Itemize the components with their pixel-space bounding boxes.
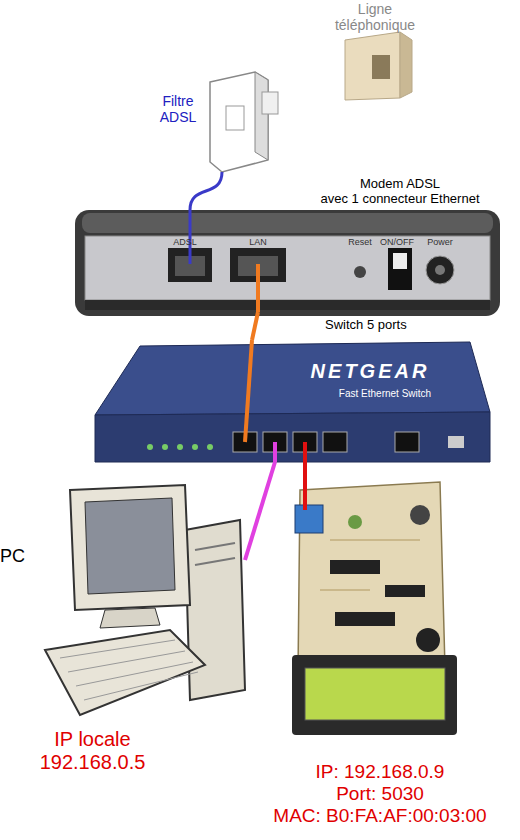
switch-top [95,342,490,415]
modem-subtitle: avec 1 connecteur Ethernet [295,192,505,207]
drive-slot [195,543,235,550]
ic-chip [385,585,425,597]
port-label: ADSL [167,237,203,247]
filter-side [255,72,268,160]
mac-address: MAC: B0:FA:AF:00:03:00 [250,805,510,826]
port-label: ON/OFF [377,237,417,247]
reset-button [354,266,366,278]
power-jack [426,256,454,284]
brand-logo: NETGEAR [275,360,465,382]
lcd-screen [305,668,445,720]
cable-stub [273,442,277,462]
adsl-filter: Filtre ADSL [205,72,272,172]
ethernet-cable [252,312,258,340]
keyboard-row [76,662,193,686]
monitor-stand [100,608,160,628]
adsl-cable [190,172,222,210]
modem-panel [85,236,490,300]
switch-led [147,444,153,450]
ethernet-switch: Switch 5 portsNETGEARFast Ethernet Switc… [95,340,490,462]
cable-stub [256,264,260,312]
switch-led [177,444,183,450]
modem-title: Modem ADSL [295,177,505,192]
pc-monitor [70,485,190,610]
pcb-trace [330,540,420,541]
port-number: Port: 5030 [250,783,510,804]
power-switch [388,248,412,290]
lcd-frame [292,655,457,735]
switch-led [207,444,213,450]
pc-label: PC [0,546,36,566]
capacitor [348,515,362,529]
uplink-button [448,436,464,448]
port-label: Power [420,237,460,247]
pc-keyboard [45,630,205,715]
modem-body [75,210,500,316]
filter-label: Filtre ADSL [153,94,203,125]
port-label: Reset [345,237,375,247]
socket-label: Ligne téléphonique [325,2,425,33]
monitor-screen [85,498,175,594]
filter-body [210,72,268,172]
filter-jack [226,106,244,130]
switch-led [162,444,168,450]
ethernet-cable [303,462,307,478]
filter-plug [262,92,278,114]
capacitor [410,505,430,525]
cable-stub [245,340,252,442]
keyboard-row [60,640,175,658]
ip-address: 192.168.0.5 [25,751,160,773]
pc-computer: PCIP locale192.168.0.5 [40,478,245,715]
modem-top [82,213,493,233]
pcb-trace [320,590,370,591]
drive-slot [195,558,235,565]
socket-side [400,32,412,98]
switch-port [395,432,419,452]
microcontroller-board: IP: 192.168.0.9Port: 5030MAC: B0:FA:AF:0… [290,478,460,735]
switch-port [323,432,347,452]
keyboard-row [68,651,185,672]
power-jack-pin [435,265,445,275]
buzzer [416,628,440,652]
socket-jack [372,55,390,79]
ic-chip [335,612,395,626]
switch-model: Fast Ethernet Switch [305,388,465,399]
wall-socket: Ligne téléphonique [340,35,412,100]
keyboard-row [84,672,198,700]
modem-lip [85,300,490,310]
port-label: LAN [240,237,276,247]
power-rocker [393,253,407,269]
cable-stub [303,478,307,510]
ip-address: IP: 192.168.0.9 [250,761,510,782]
socket-front [345,32,400,100]
switch-front [95,412,490,462]
cable-stub [303,442,307,462]
adsl-modem: Modem ADSLavec 1 connecteur EthernetADSL… [75,210,500,312]
ethernet-cable [245,462,275,560]
switch-led [192,444,198,450]
switch-label: Switch 5 ports [325,318,475,333]
rj45-connector [295,505,323,533]
ip-label: IP locale [25,728,160,750]
ic-chip [330,560,380,574]
